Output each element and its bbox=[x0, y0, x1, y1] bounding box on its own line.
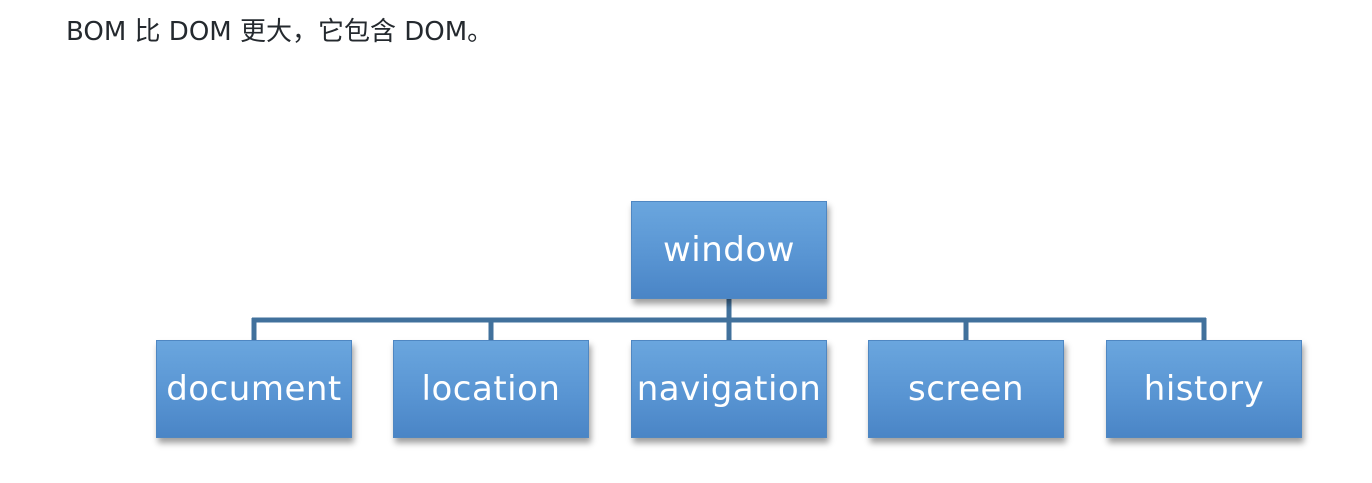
node-history: history bbox=[1106, 340, 1302, 438]
intro-text: BOM 比 DOM 更大，它包含 DOM。 bbox=[66, 17, 494, 47]
node-location: location bbox=[393, 340, 589, 438]
node-window: window bbox=[631, 201, 827, 299]
node-navigation: navigation bbox=[631, 340, 827, 438]
node-screen: screen bbox=[868, 340, 1064, 438]
node-document: document bbox=[156, 340, 352, 438]
